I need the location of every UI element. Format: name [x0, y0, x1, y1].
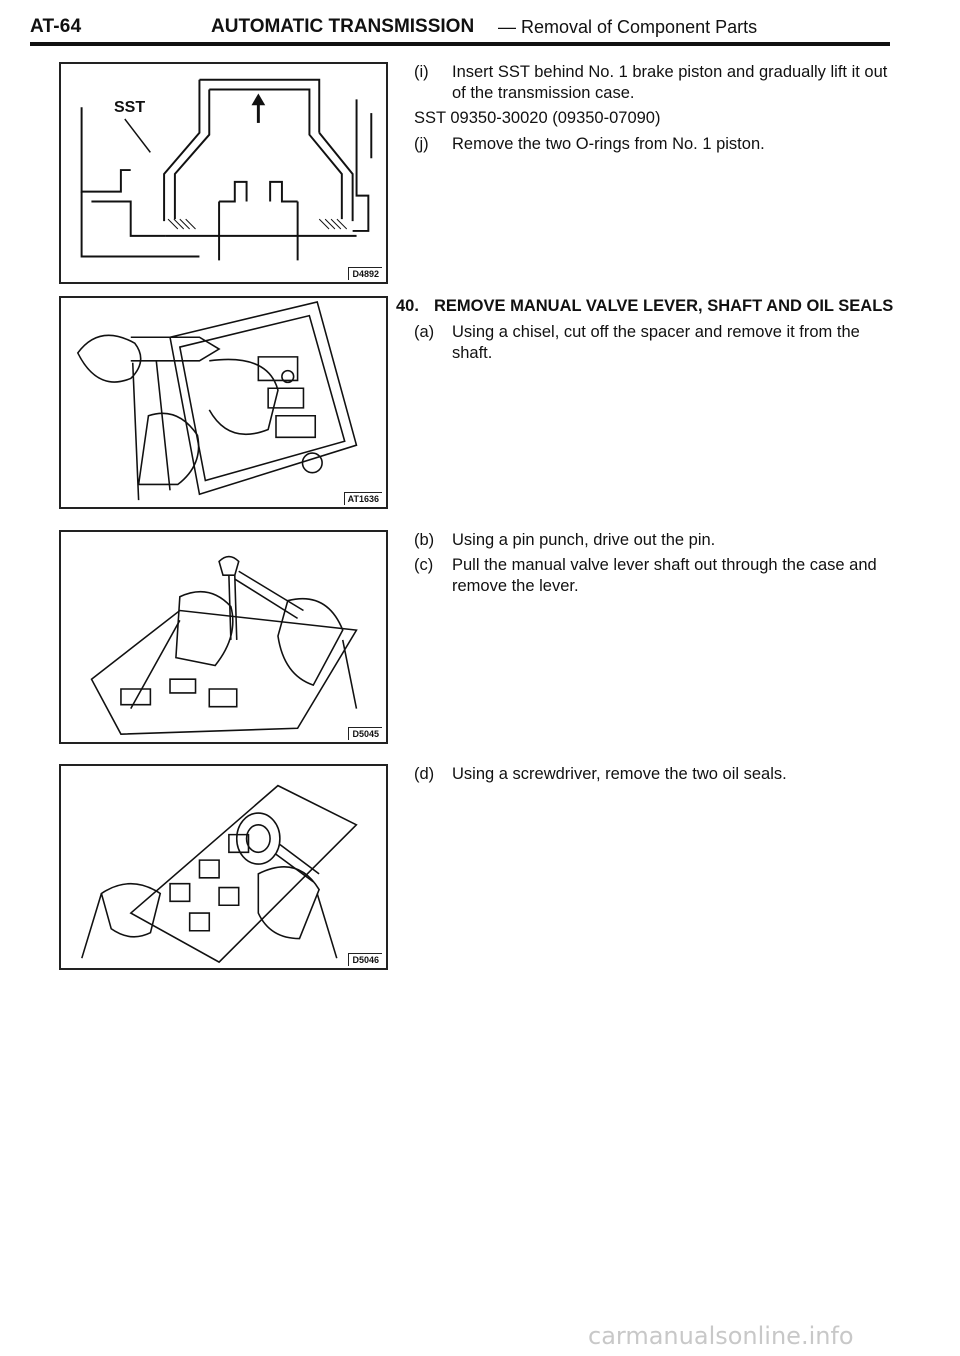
step-marker: (i)	[414, 63, 429, 81]
figure-pin-punch: D5045	[59, 530, 388, 744]
step-b: (b) Using a pin punch, drive out the pin…	[414, 530, 894, 551]
step-i: (i) Insert SST behind No. 1 brake piston…	[414, 62, 894, 104]
step-text: Using a pin punch, drive out the pin.	[452, 531, 716, 549]
section-title: AUTOMATIC TRANSMISSION	[211, 16, 475, 37]
watermark: carmanualsonline.info	[588, 1322, 854, 1350]
step-marker: (a)	[414, 323, 435, 341]
pin-punch-illustration	[90, 555, 358, 735]
step-text: Pull the manual valve lever shaft out th…	[452, 556, 877, 595]
step-j: (j) Remove the two O-rings from No. 1 pi…	[414, 134, 894, 155]
figure-code: AT1636	[343, 492, 382, 505]
step-marker: (c)	[414, 556, 434, 574]
step-marker: (j)	[414, 135, 429, 153]
sst-number: SST 09350-30020 (09350-07090)	[414, 109, 661, 127]
figure-code: D4892	[348, 267, 382, 280]
step-title: REMOVE MANUAL VALVE LEVER, SHAFT AND OIL…	[434, 297, 894, 315]
page-code: AT-64	[30, 16, 82, 37]
piston-diagram-illustration	[80, 78, 373, 261]
page-header: AT-64 AUTOMATIC TRANSMISSION — Removal o…	[30, 14, 890, 46]
figure-sst-piston: SST D4892	[59, 62, 388, 284]
step-number: 40.	[396, 297, 419, 315]
sst-callout: SST	[114, 99, 146, 116]
oil-seal-illustration	[81, 784, 358, 964]
step-a: (a) Using a chisel, cut off the spacer a…	[414, 322, 894, 364]
step-d: (d) Using a screwdriver, remove the two …	[414, 764, 894, 785]
step-c: (c) Pull the manual valve lever shaft ou…	[414, 555, 894, 597]
figure-code: D5045	[348, 727, 382, 740]
figure-oil-seal: D5046	[59, 764, 388, 970]
step-text: Using a screwdriver, remove the two oil …	[452, 765, 787, 783]
step-marker: (b)	[414, 531, 435, 549]
step-marker: (d)	[414, 765, 435, 783]
section-subtitle: — Removal of Component Parts	[498, 17, 758, 37]
figure-code: D5046	[348, 953, 382, 966]
step-text: Using a chisel, cut off the spacer and r…	[452, 323, 860, 362]
figure-chisel-spacer: AT1636	[59, 296, 388, 509]
step-text: Remove the two O-rings from No. 1 piston…	[452, 135, 765, 153]
step-text: Insert SST behind No. 1 brake piston and…	[452, 63, 888, 102]
chisel-illustration	[76, 300, 358, 501]
